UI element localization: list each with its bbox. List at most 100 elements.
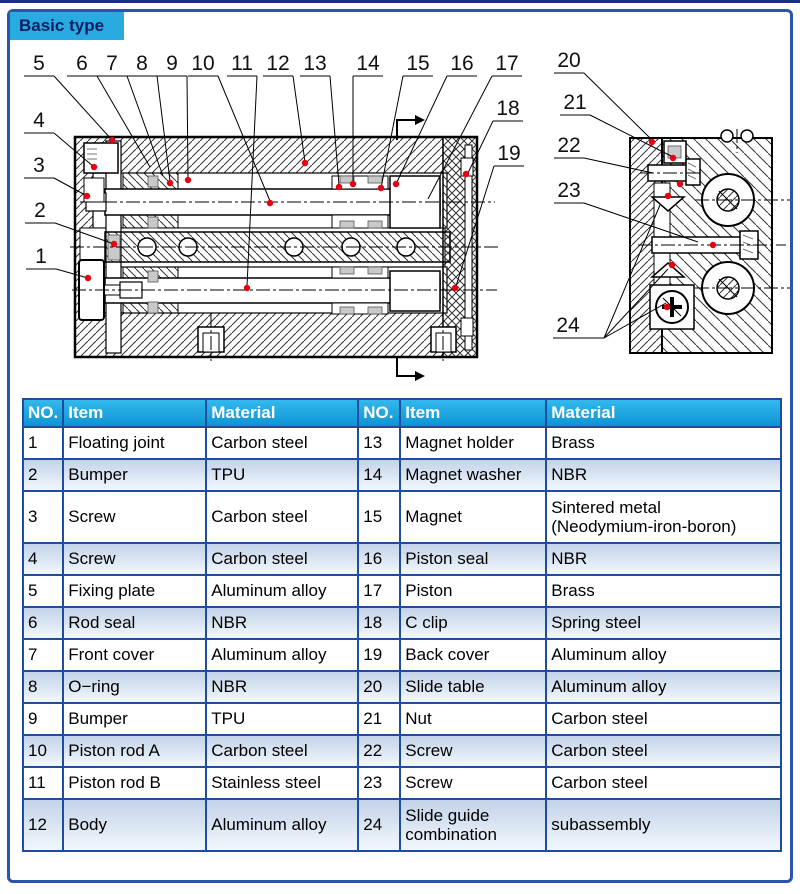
callout-number: 6 (76, 52, 88, 75)
table-header-cell: Item (62, 398, 208, 428)
component-marker-dot (676, 180, 684, 188)
callout-number: 12 (266, 52, 289, 75)
leader-line (53, 75, 113, 141)
table-cell: Brass (545, 426, 783, 460)
leader-line (467, 120, 494, 174)
table-cell: Carbon steel (545, 734, 783, 768)
table-cell: 13 (357, 426, 402, 460)
main-view (70, 115, 500, 381)
leader-line (583, 72, 653, 141)
component-marker-dot (462, 170, 470, 178)
callout-number: 11 (231, 52, 253, 75)
page-title: Basic type (19, 16, 105, 35)
component-marker-dot (668, 261, 676, 269)
table-cell: Screw (62, 490, 208, 544)
table-cell: Front cover (62, 638, 208, 672)
component-marker-dot (266, 199, 274, 207)
component-marker-dot (166, 179, 174, 187)
callout-number: 22 (557, 134, 580, 157)
component-marker-dot (90, 163, 98, 171)
section-marker (396, 119, 416, 377)
table-cell: TPU (205, 458, 360, 492)
table-cell: Aluminum alloy (545, 638, 783, 672)
leader-line (53, 132, 95, 168)
component-marker-dot (335, 183, 343, 191)
table-cell: Piston rod B (62, 766, 208, 800)
leader-line (395, 75, 448, 185)
callout-number: 23 (557, 179, 580, 202)
table-cell: Aluminum alloy (205, 638, 360, 672)
leader-line (292, 75, 306, 163)
table-cell: Body (62, 798, 208, 852)
leader-line (603, 204, 661, 339)
leader-line (53, 177, 88, 197)
table-cell: Piston (399, 574, 548, 608)
leader-line (54, 222, 115, 245)
leader-line (96, 75, 151, 168)
leader-line (583, 157, 654, 174)
table-cell: NBR (205, 606, 360, 640)
table-cell: O−ring (62, 670, 208, 704)
table-header-cell: Material (205, 398, 360, 428)
component-marker-dot (84, 274, 92, 282)
table-cell: 9 (21, 702, 65, 736)
table-cell: Aluminum alloy (545, 670, 783, 704)
callout-number: 7 (106, 52, 118, 75)
table-cell: NBR (545, 542, 783, 576)
table-cell: Floating joint (62, 426, 208, 460)
leader-line (427, 75, 493, 200)
table-cell: Magnet washer (399, 458, 548, 492)
callout-number: 1 (35, 245, 47, 268)
leader-line (156, 75, 171, 182)
table-cell: Slide table (399, 670, 548, 704)
leader-line (186, 75, 189, 180)
table-cell: 8 (21, 670, 65, 704)
table-cell: C clip (399, 606, 548, 640)
leader-line (589, 114, 672, 157)
table-cell: NBR (205, 670, 360, 704)
component-marker-dot (709, 241, 717, 249)
callout-number: 24 (556, 314, 580, 337)
leader-line (55, 268, 89, 279)
table-cell: 23 (357, 766, 402, 800)
callout-number: 4 (33, 109, 45, 132)
callout-number: 13 (303, 52, 326, 75)
callout-number: 17 (495, 52, 518, 75)
table-cell: 19 (357, 638, 402, 672)
table-cell: 2 (21, 458, 65, 492)
table-cell: 18 (357, 606, 402, 640)
table-cell: Back cover (399, 638, 548, 672)
component-marker-dot (83, 192, 91, 200)
table-cell: NBR (545, 458, 783, 492)
component-marker-dot (451, 284, 459, 292)
table-cell: Screw (62, 542, 208, 576)
table-cell: 7 (21, 638, 65, 672)
callout-number: 18 (496, 97, 519, 120)
table-header-cell: NO. (357, 398, 402, 428)
leader-line (126, 75, 164, 177)
side-view (629, 129, 790, 354)
table-cell: Carbon steel (545, 702, 783, 736)
callout-number: 10 (191, 52, 214, 75)
leader-line (603, 302, 667, 339)
callout-number: 16 (450, 52, 473, 75)
table-cell: TPU (205, 702, 360, 736)
component-marker-dot (349, 180, 357, 188)
table-cell: Brass (545, 574, 783, 608)
leader-line (246, 75, 258, 287)
page-frame (7, 9, 793, 883)
table-cell: Carbon steel (205, 542, 360, 576)
table-cell: 20 (357, 670, 402, 704)
seals-and-bumpers (107, 175, 383, 315)
table-cell: 12 (21, 798, 65, 852)
leader-line (380, 75, 404, 189)
